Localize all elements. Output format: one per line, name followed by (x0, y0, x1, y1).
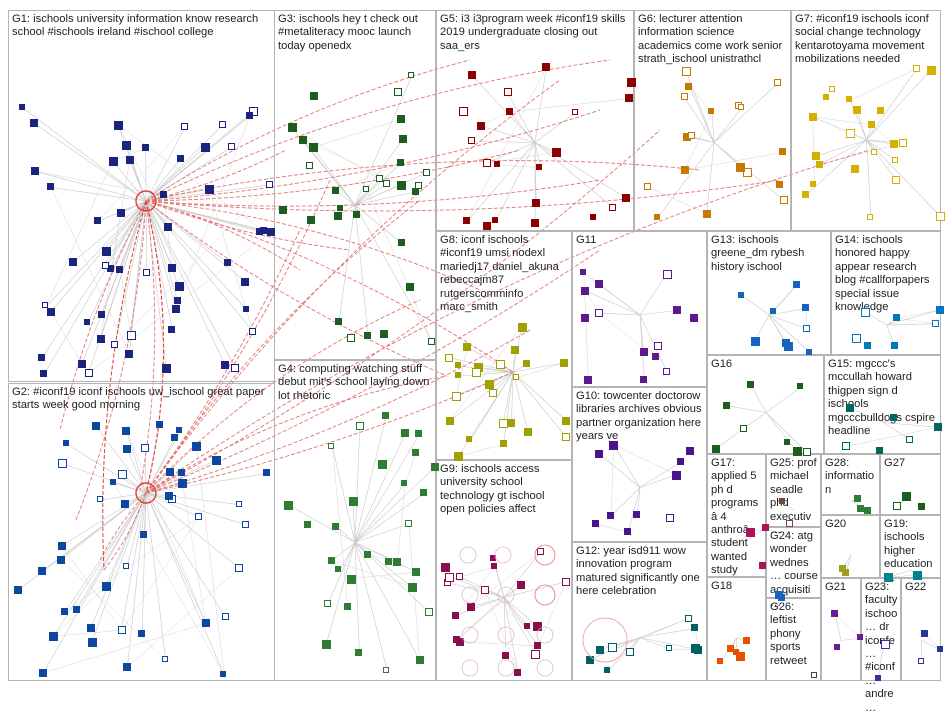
self-loop (498, 660, 514, 676)
self-loop (462, 627, 478, 643)
self-loop (537, 627, 553, 643)
hub-ring[interactable] (136, 483, 156, 503)
self-loop (498, 587, 514, 603)
hub-ring[interactable] (136, 191, 156, 211)
self-loop (462, 587, 478, 603)
self-loop (498, 627, 514, 643)
self-loop (462, 660, 478, 676)
self-loop (583, 618, 627, 662)
self-loop (495, 547, 511, 563)
self-loop (537, 660, 553, 676)
hub-layer (0, 0, 950, 688)
self-loop (460, 547, 476, 563)
self-loop (535, 585, 555, 605)
network-graph: G1: ischools university information know… (0, 0, 950, 688)
self-loop (535, 545, 555, 565)
